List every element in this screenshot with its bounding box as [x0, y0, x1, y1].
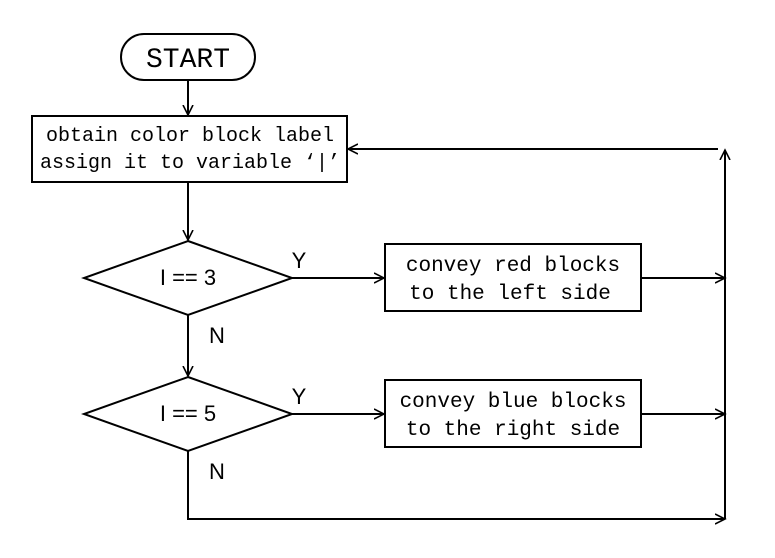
decision2-no-label: N: [209, 459, 225, 484]
blue-line-2: to the right side: [406, 419, 620, 442]
blue-line-1: convey blue blocks: [400, 391, 627, 414]
red-line-2: to the left side: [409, 283, 611, 306]
obtain-process-box: [31, 115, 348, 183]
arrow-decision2-no: [187, 451, 725, 519]
decision1-yes-label: Y: [292, 248, 307, 273]
red-line-1: convey red blocks: [406, 255, 620, 278]
obtain-line-2: assign it to variable ‘|’: [40, 152, 340, 175]
decision1-label: I == 3: [160, 265, 216, 290]
decision2-label: I == 5: [160, 401, 216, 426]
decision1-no-label: N: [209, 323, 225, 348]
start-label: START: [146, 45, 230, 76]
obtain-line-1: obtain color block label: [46, 125, 334, 148]
decision2-yes-label: Y: [292, 384, 307, 409]
